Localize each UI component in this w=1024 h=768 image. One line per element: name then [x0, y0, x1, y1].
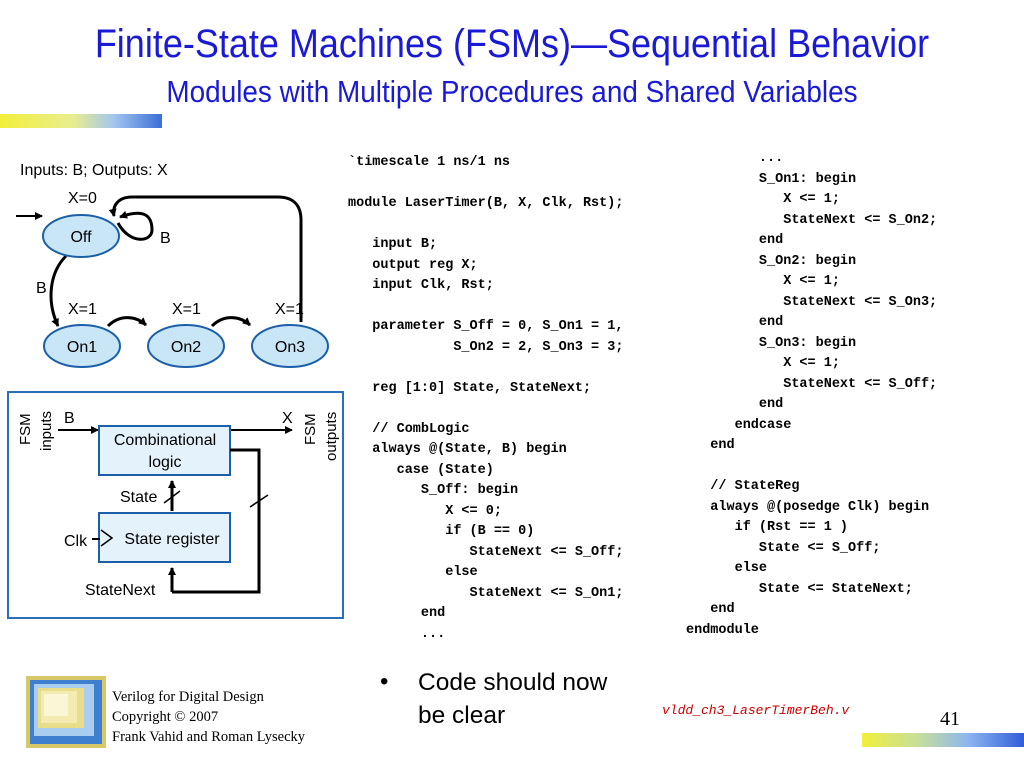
- state-on3-label: On3: [275, 339, 305, 356]
- state-on1-label: On1: [67, 339, 97, 356]
- source-filename: vldd_ch3_LaserTimerBeh.v: [662, 703, 850, 718]
- on3-to-off-arrow: [108, 195, 303, 322]
- output-x-label: X: [282, 410, 293, 427]
- on2-to-on3-arrow: [210, 316, 252, 328]
- off-to-on1-arrow: [49, 254, 68, 327]
- state-register-box: [98, 512, 231, 563]
- title-underline-bar: [0, 114, 162, 128]
- page-number: 41: [940, 708, 960, 730]
- state-on1: [43, 324, 121, 368]
- fsm-io-label: Inputs: B; Outputs: X: [20, 162, 168, 179]
- state-on1-output: X=1: [68, 301, 97, 318]
- fsm-outputs-label-1: FSM: [302, 413, 319, 445]
- footer-line-3: Frank Vahid and Roman Lysecky: [112, 729, 306, 745]
- state-bus-tick: [163, 490, 181, 504]
- slide-title: Finite-State Machines (FSMs)—Sequential …: [94, 22, 930, 66]
- state-label: State: [120, 489, 157, 506]
- on1-to-on2-arrow: [106, 316, 148, 328]
- footer-line-2: Copyright © 2007: [112, 709, 219, 725]
- state-off: [42, 214, 120, 258]
- state-on3: [251, 324, 329, 368]
- clk-label: Clk: [64, 533, 88, 550]
- fsm-outputs-label-2: outputs: [323, 412, 340, 461]
- feedback-bus-tick: [249, 494, 269, 508]
- clock-triangle: [100, 529, 114, 547]
- state-on2-output: X=1: [172, 301, 201, 318]
- footer-line-1: Verilog for Digital Design: [112, 689, 264, 705]
- state-on2-label: On2: [171, 339, 201, 356]
- state-register-label: State register: [124, 531, 220, 548]
- fsm-inputs-label-2: inputs: [38, 411, 55, 451]
- block-diagram-frame: [7, 391, 344, 619]
- state-on3-output: X=1: [275, 301, 304, 318]
- self-loop-label: B: [160, 230, 171, 247]
- verilog-code-part-2: ... S_On1: begin X <= 1; StateNext <= S_…: [686, 151, 938, 638]
- self-loop-arrow: [116, 210, 154, 241]
- bullet-marker: •: [380, 668, 389, 695]
- state-off-output: X=0: [68, 190, 97, 207]
- state-next-label: StateNext: [85, 582, 156, 599]
- bullet-text: Code should now be clear: [418, 669, 608, 729]
- fsm-inputs-label-1: FSM: [17, 413, 34, 445]
- state-off-label: Off: [70, 229, 92, 246]
- comb-logic-line-2: logic: [149, 454, 182, 471]
- comb-logic-line-1: Combinational: [114, 432, 216, 449]
- verilog-code-part-1: `timescale 1 ns/1 ns module LaserTimer(B…: [348, 155, 624, 642]
- fsm-block-diagram: FSM inputs FSM outputs B X Combinational…: [7, 391, 344, 619]
- state-on2: [147, 324, 225, 368]
- footer-bar: [862, 733, 1024, 747]
- off-to-on1-label: B: [36, 280, 47, 297]
- footer-credits: Verilog for Digital Design Copyright © 2…: [112, 687, 305, 747]
- book-logo-icon: [26, 676, 106, 748]
- slide-subtitle: Modules with Multiple Procedures and Sha…: [166, 74, 858, 109]
- input-b-label: B: [64, 410, 75, 427]
- state-next-feedback-line: [172, 448, 261, 594]
- fsm-state-diagram: Inputs: B; Outputs: X X=0 X=1 X=1 X=1 B …: [16, 162, 329, 368]
